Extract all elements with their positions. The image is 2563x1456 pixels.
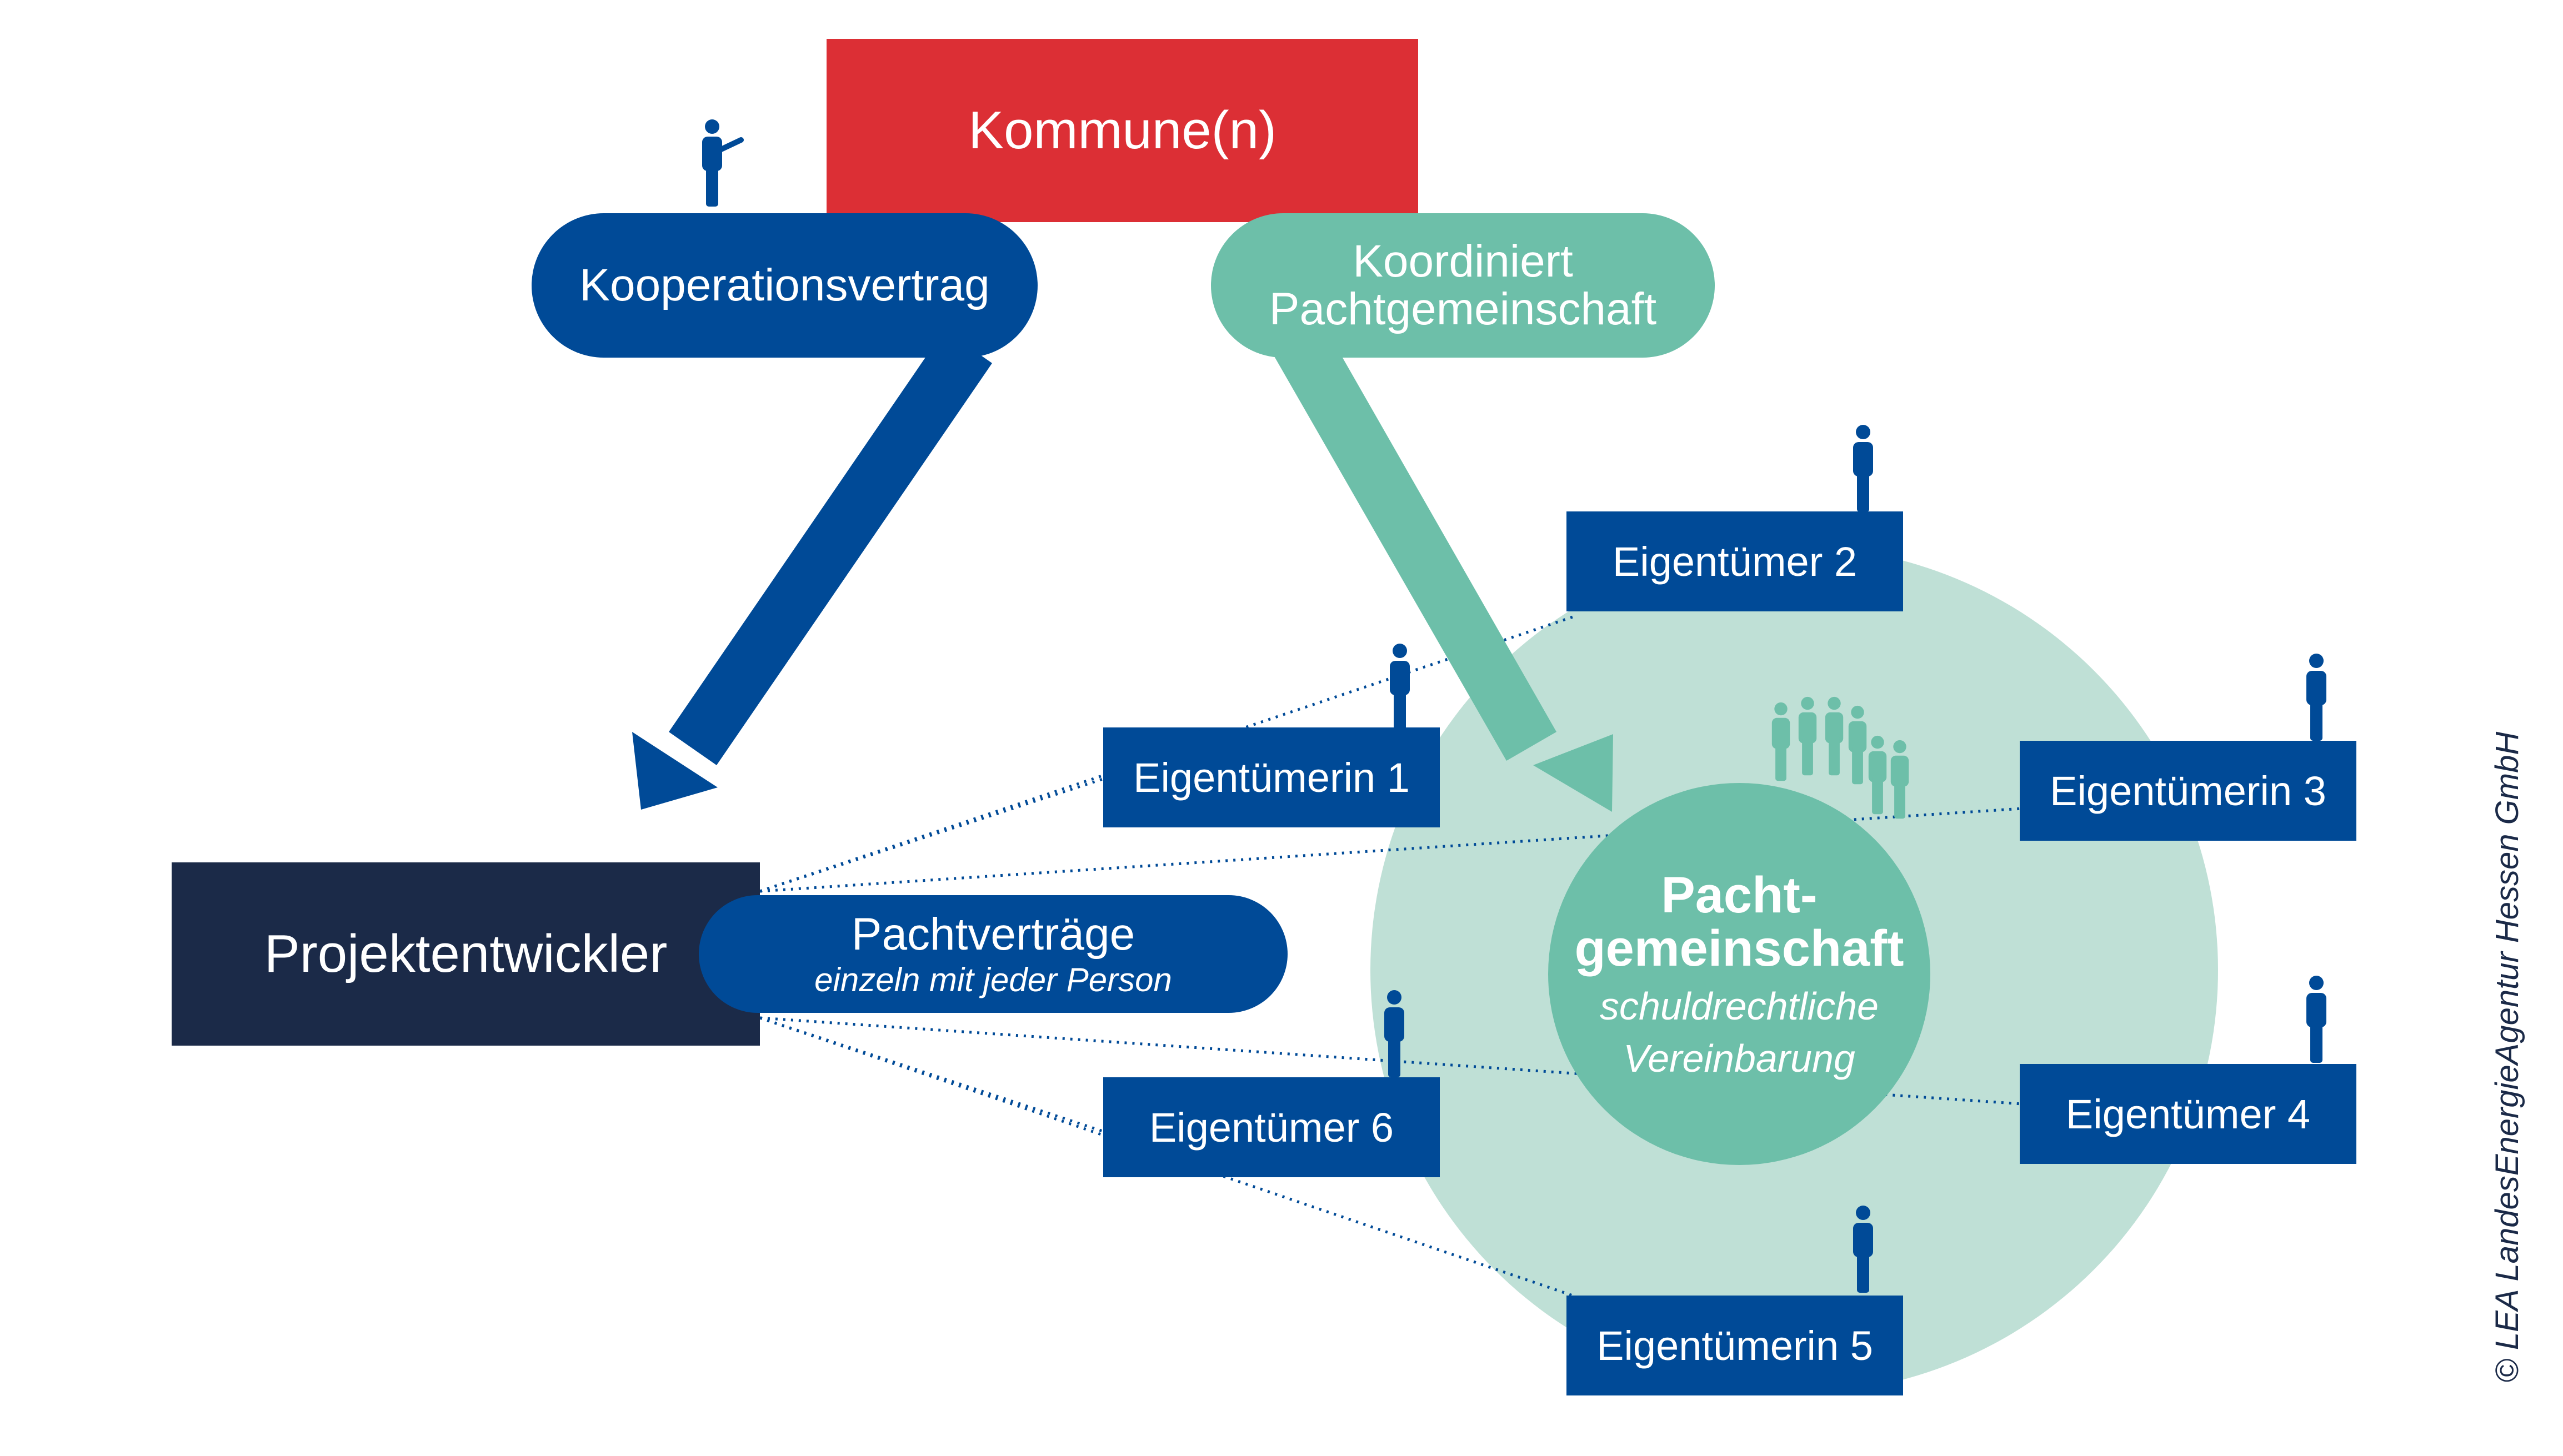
pachtvertraege-sub: einzeln mit jeder Person (814, 961, 1172, 998)
owner-label: Eigentümer 6 (1149, 1104, 1394, 1151)
kommune-box: Kommune(n) (827, 39, 1418, 222)
owner-box-5: Eigentümerin 5 (1566, 1296, 1903, 1395)
pachtgemeinschaft-title-2: gemeinschaft (1574, 920, 1904, 977)
owner-label: Eigentümerin 3 (2050, 767, 2326, 814)
line-owner-1 (759, 776, 1108, 893)
copyright-text: © LEA LandesEnergieAgentur Hessen GmbH (2489, 731, 2525, 1383)
owner-label: Eigentümer 4 (2065, 1091, 2311, 1137)
person-icon (2306, 654, 2326, 741)
pachtgemeinschaft-circle: Pacht- gemeinschaft schuldrechtliche Ver… (1548, 783, 1930, 1165)
kommune-label: Kommune(n) (968, 101, 1277, 160)
owner-box-4: Eigentümer 4 (2020, 1064, 2356, 1164)
owner-box-2: Eigentümer 2 (1566, 511, 1903, 611)
owner-label: Eigentümerin 5 (1596, 1322, 1873, 1369)
kooperationsvertrag-label: Kooperationsvertrag (579, 259, 990, 310)
koordiniert-line2: Pachtgemeinschaft (1269, 284, 1657, 334)
koordiniert-line1: Koordiniert (1353, 235, 1573, 287)
line-owner-4 (759, 1016, 2023, 1106)
person-pointing-icon (702, 119, 744, 207)
kooperationsvertrag-pill: Kooperationsvertrag (532, 213, 1038, 358)
projektentwickler-label: Projektentwickler (264, 924, 668, 983)
owner-box-6: Eigentümer 6 (1103, 1077, 1440, 1177)
owner-box-3: Eigentümerin 3 (2020, 741, 2356, 841)
person-icon (1390, 644, 1410, 731)
pachtvertraege-label: Pachtverträge (851, 909, 1135, 960)
owner-label: Eigentümer 2 (1612, 538, 1858, 585)
pachtgemeinschaft-title-1: Pacht- (1661, 866, 1818, 923)
owner-label: Eigentümerin 1 (1133, 754, 1410, 801)
person-icon (2306, 976, 2326, 1063)
owner-box-1: Eigentümerin 1 (1103, 727, 1440, 827)
line-owner-3 (759, 807, 2023, 893)
pachtgemeinschaft-sub-2: Vereinbarung (1623, 1036, 1855, 1080)
arrow-to-projektentwickler (632, 330, 992, 810)
pachtvertraege-pill: Pachtverträge einzeln mit jeder Person (699, 895, 1288, 1013)
lease-lines (759, 614, 2023, 1305)
arrow-to-pachtgemeinschaft (1261, 304, 1613, 812)
projektentwickler-box: Projektentwickler (172, 862, 760, 1046)
person-icon (1853, 425, 1873, 512)
line-owner-6 (759, 1016, 1108, 1134)
pachtgemeinschaft-sub-1: schuldrechtliche (1600, 985, 1879, 1028)
koordiniert-pill: Koordiniert Pachtgemeinschaft (1211, 213, 1715, 358)
